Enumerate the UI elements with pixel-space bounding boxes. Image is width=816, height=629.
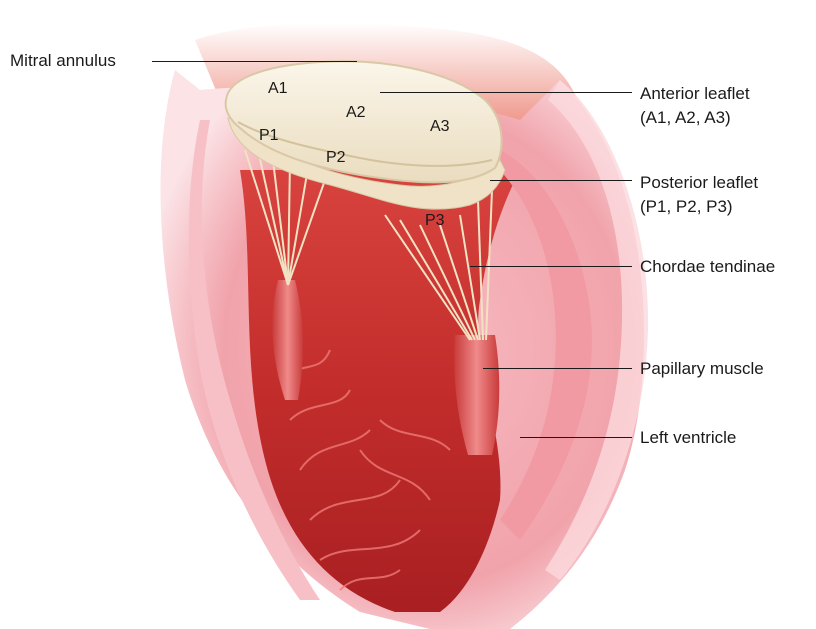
leader-chordae-tendinae (470, 266, 632, 267)
segment-p2: P2 (326, 149, 346, 167)
label-papillary-muscle: Papillary muscle (640, 358, 764, 380)
label-posterior-leaflet: Posterior leaflet (640, 172, 758, 194)
segment-a2: A2 (346, 104, 366, 122)
label-mitral-annulus: Mitral annulus (10, 50, 116, 72)
label-left-ventricle: Left ventricle (640, 427, 736, 449)
leader-posterior-leaflet (490, 180, 632, 181)
leader-left-ventricle (520, 437, 632, 438)
leader-anterior-leaflet (380, 92, 632, 93)
label-anterior-leaflet: Anterior leaflet (640, 83, 750, 105)
segment-a3: A3 (430, 118, 450, 136)
label-chordae-tendinae: Chordae tendinae (640, 256, 775, 278)
label-posterior-segments: (P1, P2, P3) (640, 196, 733, 218)
segment-p3: P3 (425, 212, 445, 230)
segment-p1: P1 (259, 127, 279, 145)
leader-mitral-annulus (152, 61, 357, 62)
leader-papillary-muscle (483, 368, 632, 369)
segment-a1: A1 (268, 80, 288, 98)
label-anterior-segments: (A1, A2, A3) (640, 107, 731, 129)
